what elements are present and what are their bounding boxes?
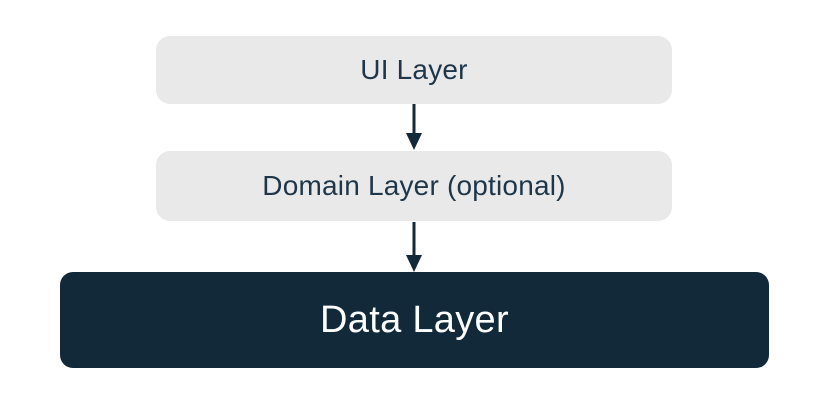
- node-domain-layer-label: Domain Layer (optional): [262, 170, 566, 201]
- node-data-layer: Data Layer: [60, 272, 769, 368]
- arrow-domain-to-data: [404, 222, 424, 272]
- node-data-layer-label: Data Layer: [320, 298, 509, 341]
- arrow-ui-to-domain: [404, 104, 424, 150]
- node-domain-layer: Domain Layer (optional): [156, 151, 672, 221]
- arrow-down-icon: [406, 222, 422, 272]
- arrow-down-icon: [406, 104, 422, 150]
- node-ui-layer-label: UI Layer: [360, 54, 468, 85]
- node-ui-layer: UI Layer: [156, 36, 672, 104]
